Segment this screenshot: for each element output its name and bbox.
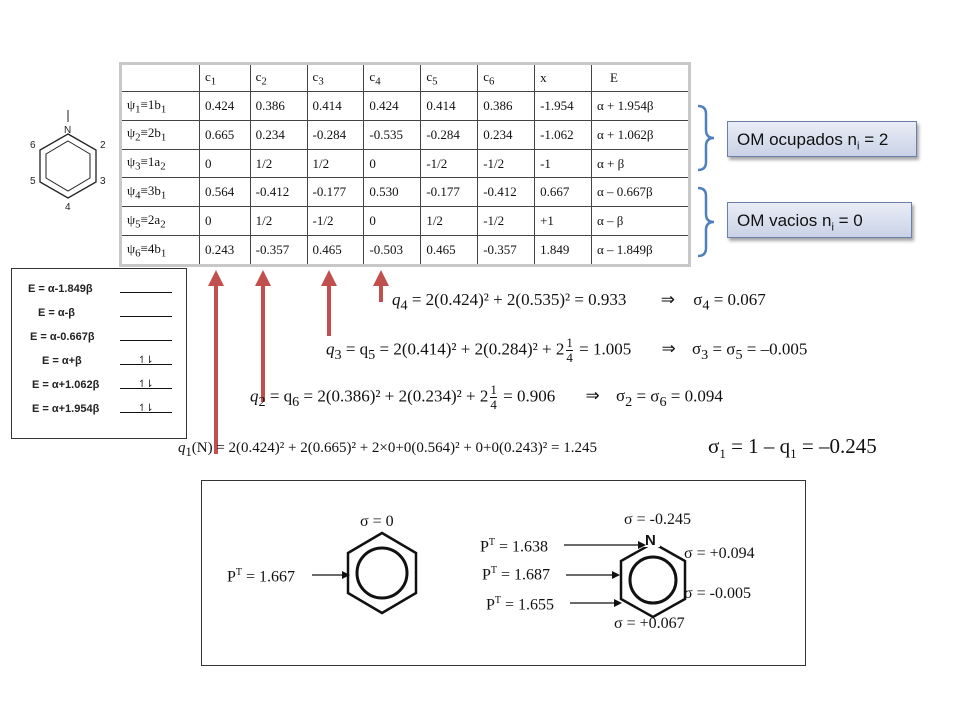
implies-symbol: ⇒ (585, 386, 600, 406)
coefficient-cell: 0.530 (363, 177, 422, 208)
benzene-pt-label: PT = 1.667 (227, 567, 296, 586)
energy-level-diagram: E = α-1.849β E = α-β E = α-0.667β E = α+β ↿⇂… (11, 268, 187, 439)
energy-cell: α + 1.062β (591, 119, 690, 150)
energy-cell: α – 0.667β (591, 177, 690, 208)
implies-symbol: ⇒ (661, 339, 676, 359)
coefficient-cell: -0.357 (249, 235, 308, 266)
coefficient-cell: 0 (199, 206, 251, 237)
energy-level-label: E = α-β (38, 307, 76, 319)
pyridine-sigma-4: σ = +0.067 (614, 615, 685, 632)
energy-level-label: E = α+1.062β (32, 379, 100, 391)
ring-nitrogen: N (64, 125, 71, 136)
coefficient-cell: 0.424 (199, 91, 251, 121)
benzene-sigma-label: σ = 0 (360, 513, 394, 530)
coefficient-cell: -0.177 (420, 177, 479, 208)
electron-pair-icon: ↿⇂ (138, 379, 154, 390)
benzene-ring (346, 531, 418, 615)
table-header-cell: x (534, 63, 592, 92)
coefficient-cell: -0.357 (477, 235, 536, 266)
pyridine-pt-label: PT = 1.655 (486, 595, 555, 614)
empty-mo-callout: OM vacios ni = 0 (727, 202, 912, 238)
pyridine-sigma-2: σ = +0.094 (684, 545, 755, 562)
pyridine-numbered-structure: N 2 3 4 5 6 (30, 110, 106, 213)
svg-text:4: 4 (65, 202, 71, 213)
mo-label-cell: ψ1≡1b1 (120, 91, 200, 121)
pyridine-pt-label: PT = 1.687 (482, 565, 551, 584)
coefficient-cell: 1/2 (306, 148, 365, 179)
coefficient-cell: 1.849 (534, 235, 592, 266)
svg-text:5: 5 (30, 176, 36, 187)
table-header-cell: c5 (420, 63, 479, 92)
coefficient-cell: 0.465 (306, 235, 365, 266)
equation-q1: q1(N) = 2(0.424)² + 2(0.665)² + 2×0+0(0.… (178, 440, 597, 459)
coefficient-cell: -1.954 (534, 91, 592, 121)
svg-text:6: 6 (30, 140, 36, 151)
coefficient-cell: 0.414 (420, 91, 479, 121)
coefficient-cell: 0.564 (199, 177, 251, 208)
energy-cell: α – β (591, 206, 690, 237)
mo-label-cell: ψ4≡3b1 (120, 177, 200, 208)
energy-level-line (120, 292, 172, 293)
energy-level-line (120, 340, 172, 341)
pyridine-sigma-3: σ = -0.005 (684, 585, 751, 602)
equation-q4: q4 = 2(0.424)² + 2(0.535)² = 0.933 ⇒ σ4 … (392, 290, 766, 314)
energy-level-label: E = α+1.954β (32, 403, 100, 415)
coefficient-cell: -1/2 (477, 206, 536, 237)
table-header-cell: c3 (306, 63, 365, 92)
energy-level-label: E = α+β (42, 355, 82, 367)
energy-level-line (120, 316, 172, 317)
table-header-cell: E (591, 63, 690, 92)
pyridine-pt-label: PT = 1.638 (480, 537, 549, 556)
implies-symbol: ⇒ (660, 290, 675, 309)
table-header-cell: c6 (477, 63, 536, 92)
table-header-row: c1 c2 c3 c4 c5 c6 x E (120, 63, 690, 92)
empty-bracket (697, 186, 715, 258)
table-header-cell: c2 (249, 63, 308, 92)
energy-cell: α + β (591, 148, 690, 179)
charge-density-comparison: σ = 0 PT = 1.667 σ = -0.245 σ = +0.094 σ… (201, 480, 806, 666)
coefficient-cell: -1.062 (534, 119, 592, 150)
mo-label-cell: ψ6≡4b1 (120, 235, 200, 266)
coefficient-cell: -0.284 (306, 119, 365, 150)
table-header-cell (120, 63, 200, 92)
pyridine-sigma-n: σ = -0.245 (624, 511, 691, 528)
mo-label-cell: ψ5≡2a2 (120, 206, 200, 237)
energy-cell: α – 1.849β (591, 235, 690, 266)
svg-text:3: 3 (100, 176, 106, 187)
coefficient-cell: -0.284 (420, 119, 479, 150)
coefficient-cell: 0.243 (199, 235, 251, 266)
svg-text:2: 2 (100, 140, 106, 151)
occupied-bracket (697, 104, 715, 172)
electron-pair-icon: ↿⇂ (138, 355, 154, 366)
occupied-mo-callout: OM ocupados ni = 2 (727, 121, 917, 157)
equation-sigma1: σ1 = 1 – q1 = –0.245 (708, 434, 877, 462)
coefficient-cell: 0.465 (420, 235, 479, 266)
energy-level-line (120, 388, 172, 389)
coefficient-cell: 0.424 (363, 91, 422, 121)
pyridine-nitrogen: N (645, 532, 656, 549)
coefficient-cell: 1/2 (249, 148, 308, 179)
mo-label-cell: ψ2≡2b1 (120, 119, 200, 150)
pyridine-ring (619, 541, 687, 619)
coefficient-cell: 1/2 (420, 206, 479, 237)
energy-level-line (120, 364, 172, 365)
coefficient-cell: -1/2 (306, 206, 365, 237)
energy-level-label: E = α-0.667β (30, 331, 95, 343)
energy-level-line (120, 412, 172, 413)
ring-structures: N (312, 531, 687, 619)
energy-level-label: E = α-1.849β (28, 283, 93, 295)
electron-pair-icon: ↿⇂ (138, 403, 154, 414)
coefficient-cell: -0.177 (306, 177, 365, 208)
coefficient-cell: +1 (534, 206, 592, 237)
